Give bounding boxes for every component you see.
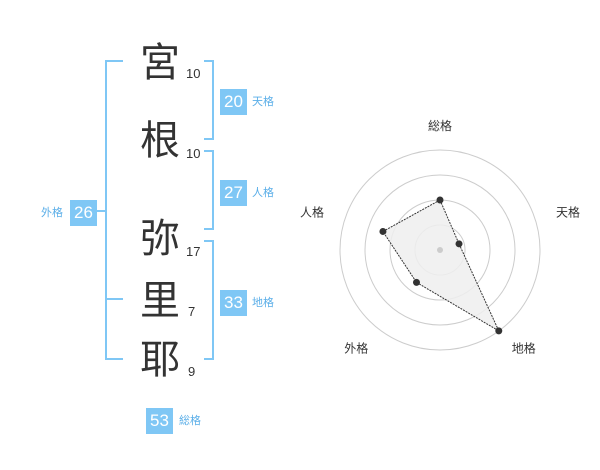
gaikaku-value-badge: 26	[70, 200, 97, 226]
chikaku-value-badge: 33	[220, 290, 247, 316]
soukaku-label: 総格	[179, 414, 201, 427]
stroke-count-2: 10	[186, 146, 201, 161]
name-char-1: 宮	[140, 40, 180, 86]
tenkaku-bracket-top	[204, 60, 214, 62]
radar-data-polygon	[382, 199, 500, 333]
stroke-count-3: 17	[186, 244, 201, 259]
name-char-5: 耶	[140, 337, 180, 383]
jinkaku-label: 人格	[252, 186, 274, 199]
radar-point-1	[436, 196, 444, 204]
radar-point-3	[495, 327, 503, 335]
soukaku-value-badge: 53	[146, 408, 173, 434]
jinkaku-value-badge: 27	[220, 180, 247, 206]
jinkaku-bracket-bottom	[204, 228, 214, 230]
chikaku-bracket-bottom	[204, 358, 214, 360]
tenkaku-value-badge: 20	[220, 89, 247, 115]
radar-axis-label-3: 地格	[512, 341, 536, 356]
radar-center-dot	[437, 247, 443, 253]
jinkaku-bracket	[212, 150, 214, 230]
gaikaku-bracket-bottom	[105, 358, 123, 360]
name-char-3: 弥	[140, 216, 180, 262]
name-char-2: 根	[140, 118, 180, 164]
radar-point-5	[379, 227, 387, 235]
tenkaku-bracket	[212, 60, 214, 140]
tenkaku-label: 天格	[252, 95, 274, 108]
radar-axis-label-5: 人格	[300, 204, 324, 219]
radar-point-4	[412, 278, 420, 286]
name-char-4: 里	[140, 278, 180, 324]
chikaku-bracket-top	[204, 240, 214, 242]
stroke-count-5: 9	[188, 364, 196, 379]
gaikaku-bracket-top	[105, 60, 123, 62]
chikaku-label: 地格	[252, 296, 274, 309]
stroke-count-4: 7	[188, 304, 196, 319]
gaikaku-bracket-vertical	[105, 60, 107, 360]
gaikaku-label: 外格	[41, 206, 63, 219]
radar-axis-label-4: 外格	[344, 341, 368, 356]
radar-axis-label-1: 総格	[428, 118, 452, 133]
radar-grid-ring-4	[339, 149, 541, 351]
tenkaku-bracket-bottom	[204, 138, 214, 140]
gaikaku-connector	[97, 210, 105, 212]
chikaku-bracket	[212, 240, 214, 360]
radar-axis-label-2: 天格	[556, 204, 580, 219]
radar-grid-ring-3	[364, 174, 516, 326]
stroke-count-1: 10	[186, 66, 201, 81]
radar-point-2	[455, 240, 463, 248]
jinkaku-bracket-top	[204, 150, 214, 152]
gaikaku-bracket-mid	[105, 298, 123, 300]
